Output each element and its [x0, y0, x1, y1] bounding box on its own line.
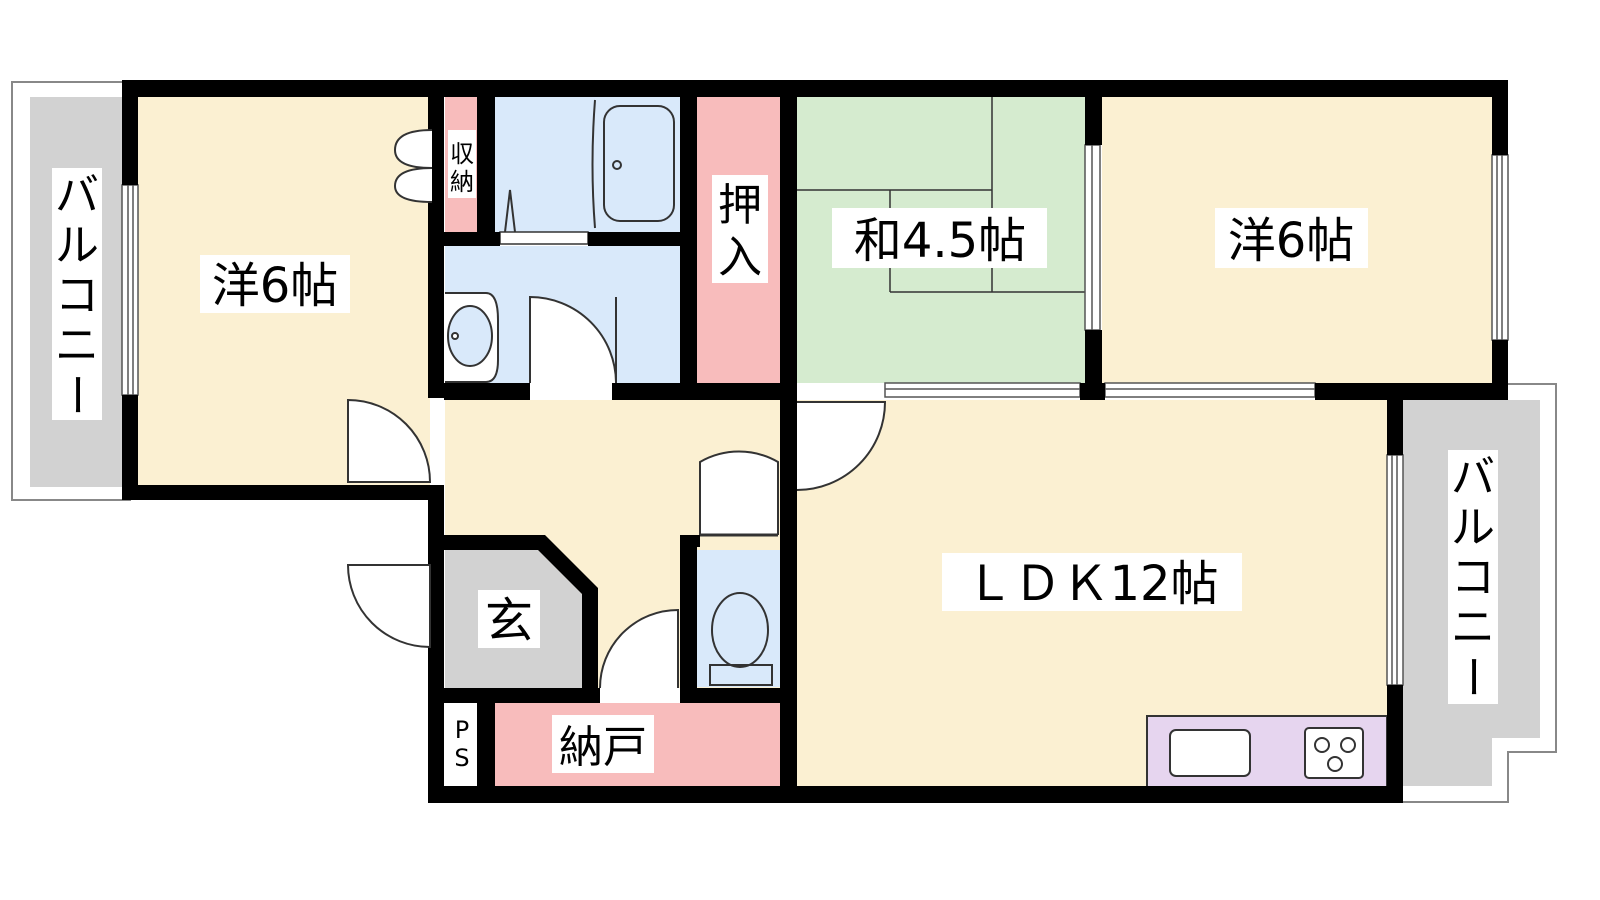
kitchen-counter	[1146, 715, 1388, 789]
balc-left-char: ニ	[55, 320, 99, 371]
room-label-storage: 収	[450, 140, 474, 168]
room-label-entrance: 玄	[485, 593, 533, 649]
bathtub	[499, 99, 675, 245]
balc-left-char: ル	[55, 220, 99, 271]
toilet	[709, 592, 773, 686]
balc-right-char: ー	[1447, 655, 1498, 699]
doors	[346, 129, 887, 689]
label-backgrounds	[200, 130, 1368, 774]
balc-left-char: コ	[55, 270, 99, 321]
room-label-ps-2: S	[454, 744, 469, 772]
balc-right-char: コ	[1451, 552, 1495, 603]
room-label-western-left: 洋6帖	[212, 258, 339, 314]
room-label-nando: 納戸	[559, 722, 647, 773]
balc-right-char: バ	[1451, 452, 1495, 503]
room-label-ps: P	[455, 716, 469, 744]
room-label-japanese: 和4.5帖	[854, 213, 1026, 269]
room-label-western-right: 洋6帖	[1228, 213, 1355, 269]
washbasin	[445, 292, 499, 383]
room-label-storage-2: 納	[450, 168, 474, 196]
balcony-right	[1401, 383, 1557, 803]
room-label-closet-2: 入	[718, 232, 762, 283]
walls	[122, 80, 1508, 803]
balc-right-char: ル	[1451, 502, 1495, 553]
balc-left-char: バ	[55, 170, 99, 221]
room-label-ldk: ＬＤＫ12帖	[965, 556, 1218, 612]
balc-left-char: ー	[51, 373, 102, 417]
balcony-left	[11, 81, 131, 501]
room-label-closet: 押	[718, 180, 762, 231]
balc-right-char: ニ	[1451, 602, 1495, 653]
